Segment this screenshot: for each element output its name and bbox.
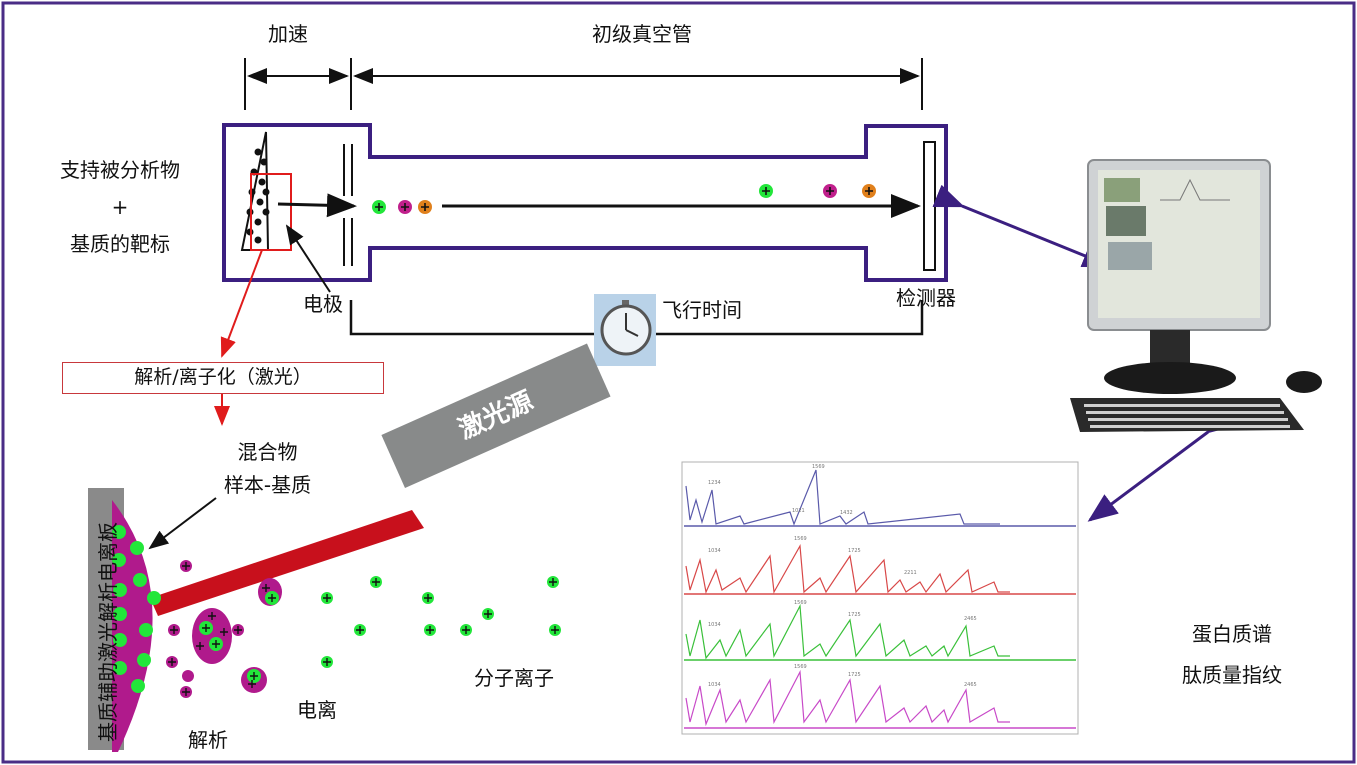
detector-label: 检测器 xyxy=(896,286,956,310)
target-label: 支持被分析物 + 基质的靶标 xyxy=(40,158,200,269)
svg-text:2465: 2465 xyxy=(964,682,977,688)
timing-wire-right xyxy=(654,300,924,336)
stopwatch-icon xyxy=(594,294,656,366)
timing-wire-left xyxy=(349,300,600,336)
svg-text:1725: 1725 xyxy=(848,672,861,678)
ion-plume xyxy=(166,560,561,698)
svg-text:2465: 2465 xyxy=(964,616,977,622)
detector-to-computer-arrow xyxy=(932,184,1113,268)
computer-icon xyxy=(1070,159,1322,432)
svg-text:1569: 1569 xyxy=(794,664,807,670)
mixture-pointer xyxy=(148,497,217,550)
svg-text:1234: 1234 xyxy=(708,480,721,486)
svg-text:1034: 1034 xyxy=(708,548,721,554)
svg-text:1021: 1021 xyxy=(792,508,805,514)
mixture-label-line1: 混合物 xyxy=(237,440,298,464)
ionization-label: 电离 xyxy=(297,698,337,722)
svg-text:1034: 1034 xyxy=(708,622,721,628)
svg-text:1034: 1034 xyxy=(708,682,721,688)
acceleration-label: 加速 xyxy=(268,22,308,46)
target-label-line3: 基质的靶标 xyxy=(70,232,170,256)
target-plate xyxy=(240,131,292,251)
tube-ions xyxy=(372,184,876,214)
flight-tube-label: 初级真空管 xyxy=(592,22,692,46)
protein-label-line1: 蛋白质谱 xyxy=(1192,622,1272,646)
mixture-label: 混合物 样本-基质 xyxy=(200,440,335,506)
acceleration-arrow xyxy=(277,193,357,218)
maldi-plate xyxy=(88,488,161,752)
dimension-lines xyxy=(244,58,923,110)
flight-time-label: 飞行时间 xyxy=(662,298,742,322)
target-label-line2: + xyxy=(111,195,129,219)
svg-text:1432: 1432 xyxy=(840,510,853,516)
svg-text:1569: 1569 xyxy=(794,536,807,542)
target-label-line1: 支持被分析物 xyxy=(60,158,180,182)
detector-plate xyxy=(923,141,936,271)
svg-text:1725: 1725 xyxy=(848,612,861,618)
svg-text:1569: 1569 xyxy=(794,600,807,606)
zoom-box xyxy=(250,173,292,251)
flight-tube xyxy=(222,123,948,282)
svg-text:1725: 1725 xyxy=(848,548,861,554)
mass-spectra: 1234 1569 1021 1432 1034 1569 1725 2211 1034 15… xyxy=(681,461,1079,735)
maldi-plate-label: 基质辅助激光解析电离板 xyxy=(96,522,120,742)
molecular-ions-label: 分子离子 xyxy=(474,666,554,690)
desorb-arrow-1 xyxy=(220,249,263,358)
svg-text:2211: 2211 xyxy=(904,570,917,576)
protein-spectrum-label: 蛋白质谱 肽质量指纹 xyxy=(1152,622,1312,704)
protein-label-line2: 肽质量指纹 xyxy=(1182,663,1282,687)
mixture-label-line2: 样本-基质 xyxy=(223,473,312,497)
electrode-grids xyxy=(343,144,353,266)
svg-text:1569: 1569 xyxy=(812,464,825,470)
laser-beam xyxy=(150,510,424,616)
desorption-label: 解析 xyxy=(188,728,228,752)
computer-to-spectra-arrow xyxy=(1087,406,1237,522)
electrode-label: 电极 xyxy=(303,292,343,316)
desorption-ionization-box: 解析/离子化（激光） xyxy=(62,362,384,394)
electrode-pointer xyxy=(285,224,331,293)
